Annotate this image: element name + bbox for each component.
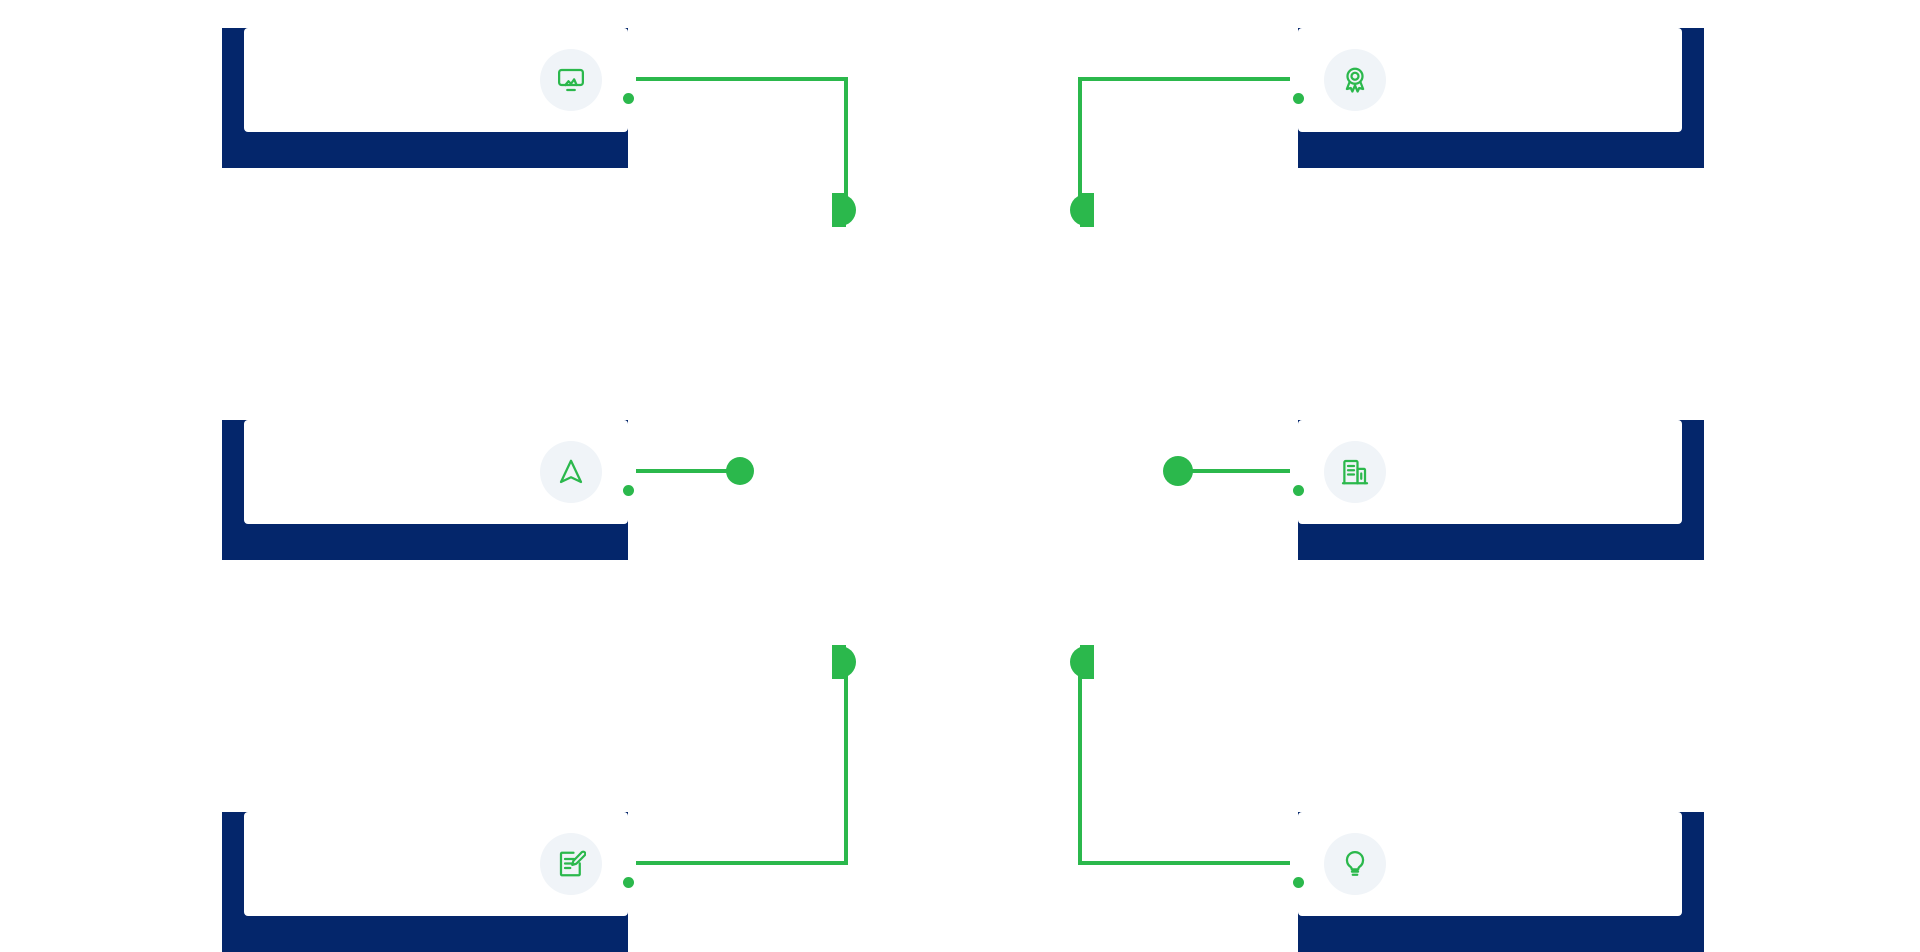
node-display[interactable] xyxy=(222,28,643,168)
node-building[interactable] xyxy=(1283,420,1704,560)
monitor-icon xyxy=(540,49,602,111)
node-lightbulb[interactable] xyxy=(1283,812,1704,952)
node-card xyxy=(244,420,628,524)
port-dot xyxy=(622,876,634,888)
node-port-right[interactable] xyxy=(613,867,643,897)
lightbulb-icon xyxy=(1324,833,1386,895)
document-edit-icon xyxy=(540,833,602,895)
port-dot xyxy=(622,484,634,496)
node-card xyxy=(1298,420,1682,524)
node-navigation[interactable] xyxy=(222,420,643,560)
navigation-arrow-icon xyxy=(540,441,602,503)
port-dot xyxy=(1292,876,1304,888)
port-dot xyxy=(1292,92,1304,104)
node-port-right[interactable] xyxy=(613,83,643,113)
award-ribbon-icon xyxy=(1324,49,1386,111)
port-dot xyxy=(1292,484,1304,496)
connector-display-down xyxy=(636,77,856,227)
building-icon xyxy=(1324,441,1386,503)
node-port-left[interactable] xyxy=(1283,867,1313,897)
node-card xyxy=(244,28,628,132)
node-document-edit[interactable] xyxy=(222,812,643,952)
node-port-left[interactable] xyxy=(1283,475,1313,505)
node-award[interactable] xyxy=(1283,28,1704,168)
node-card xyxy=(244,812,628,916)
connector-award-down xyxy=(1070,77,1290,227)
connector-navigation-right xyxy=(636,457,754,485)
connector-document-up xyxy=(636,645,856,865)
port-dot xyxy=(622,92,634,104)
connector-endpoint-circle xyxy=(726,457,754,485)
node-port-left[interactable] xyxy=(1283,83,1313,113)
node-card xyxy=(1298,28,1682,132)
node-card xyxy=(1298,812,1682,916)
connector-building-left xyxy=(1163,456,1290,486)
connector-endpoint-circle xyxy=(1163,456,1193,486)
node-port-right[interactable] xyxy=(613,475,643,505)
connector-lightbulb-up xyxy=(1070,645,1290,865)
